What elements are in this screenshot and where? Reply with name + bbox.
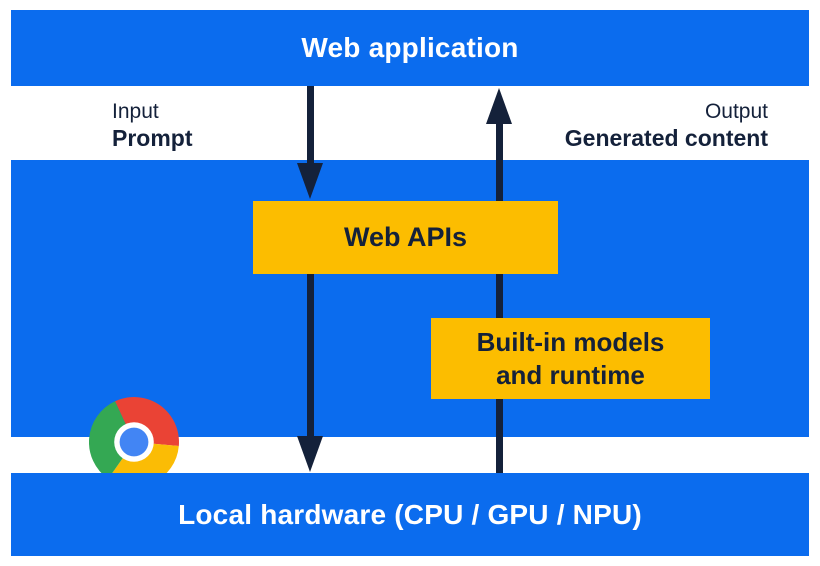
output-label-group: Output Generated content [565,99,768,152]
input-value: Prompt [112,125,193,151]
web-application-band: Web application [11,10,809,86]
generated-content-arrowhead-into-web-app [486,88,512,124]
web-application-label: Web application [301,32,519,63]
builtin-models-box: Built-in models and runtime [431,318,710,399]
input-title: Input [112,100,159,123]
input-label-group: Input Prompt [112,99,193,152]
local-hardware-band: Local hardware (CPU / GPU / NPU) [11,473,809,556]
web-apis-label: Web APIs [343,222,468,252]
web-apis-box: Web APIs [253,201,558,274]
prompt-arrowhead-into-web-apis [297,163,323,199]
local-hardware-label: Local hardware (CPU / GPU / NPU) [178,498,642,530]
prompt-arrowhead-into-hardware [297,436,323,472]
builtin-models-label-line1: Built-in models [476,326,665,357]
prompt-arrow-line-top [307,86,314,170]
builtin-models-label-line2: and runtime [496,359,645,390]
output-title: Output [704,100,768,123]
output-value: Generated content [564,125,768,151]
prompt-arrow-line-bottom [307,274,314,448]
generated-content-arrow-line [496,108,503,473]
